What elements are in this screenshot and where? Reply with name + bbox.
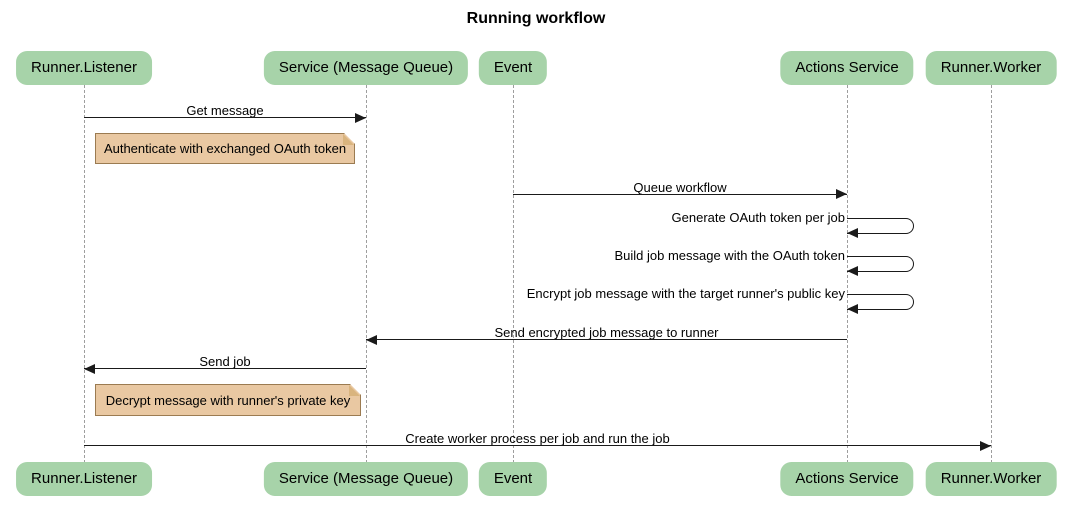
arrow-head-left	[366, 335, 377, 345]
actor-event-top: Event	[478, 51, 548, 85]
self-loop-generate-oauth-token	[847, 218, 914, 234]
lifeline-service-message-queue	[366, 85, 367, 463]
message-line-create-worker-process	[84, 445, 991, 446]
actor-actions-service-top: Actions Service	[780, 51, 914, 85]
message-label-get-message: Get message	[186, 103, 264, 118]
actor-runner-worker-bottom: Runner.Worker	[925, 462, 1057, 496]
arrow-head-left	[84, 364, 95, 374]
message-label-create-worker-process: Create worker process per job and run th…	[405, 431, 670, 446]
arrow-head-left	[847, 266, 858, 276]
actor-runner-worker-top: Runner.Worker	[925, 51, 1057, 85]
arrow-head-right	[836, 189, 847, 199]
message-line-send-job	[84, 368, 366, 369]
self-loop-encrypt-job-message	[847, 294, 914, 310]
message-label-encrypt-job-message: Encrypt job message with the target runn…	[526, 286, 845, 301]
actor-actions-service-bottom: Actions Service	[780, 462, 914, 496]
message-line-send-encrypted-job	[366, 339, 847, 340]
actor-service-message-queue-bottom: Service (Message Queue)	[263, 462, 469, 496]
message-label-send-job: Send job	[199, 354, 251, 369]
actor-service-message-queue-top: Service (Message Queue)	[263, 51, 469, 85]
lifeline-runner-worker	[991, 85, 992, 463]
lifeline-runner-listener	[84, 85, 85, 463]
actor-runner-listener-top: Runner.Listener	[16, 51, 152, 85]
message-label-build-job-message: Build job message with the OAuth token	[614, 248, 845, 263]
arrow-head-right	[355, 113, 366, 123]
note-authenticate-oauth: Authenticate with exchanged OAuth token	[95, 133, 355, 164]
message-line-queue-workflow	[513, 194, 847, 195]
actor-event-bottom: Event	[478, 462, 548, 496]
note-decrypt-message: Decrypt message with runner's private ke…	[95, 384, 361, 416]
self-loop-build-job-message	[847, 256, 914, 272]
arrow-head-right	[980, 441, 991, 451]
lifeline-event	[513, 85, 514, 463]
actor-runner-listener-bottom: Runner.Listener	[16, 462, 152, 496]
message-label-send-encrypted-job: Send encrypted job message to runner	[494, 325, 719, 340]
message-line-get-message	[84, 117, 366, 118]
message-label-queue-workflow: Queue workflow	[633, 180, 727, 195]
message-label-generate-oauth-token: Generate OAuth token per job	[671, 210, 845, 225]
arrow-head-left	[847, 304, 858, 314]
diagram-title: Running workflow	[466, 10, 606, 27]
arrow-head-left	[847, 228, 858, 238]
